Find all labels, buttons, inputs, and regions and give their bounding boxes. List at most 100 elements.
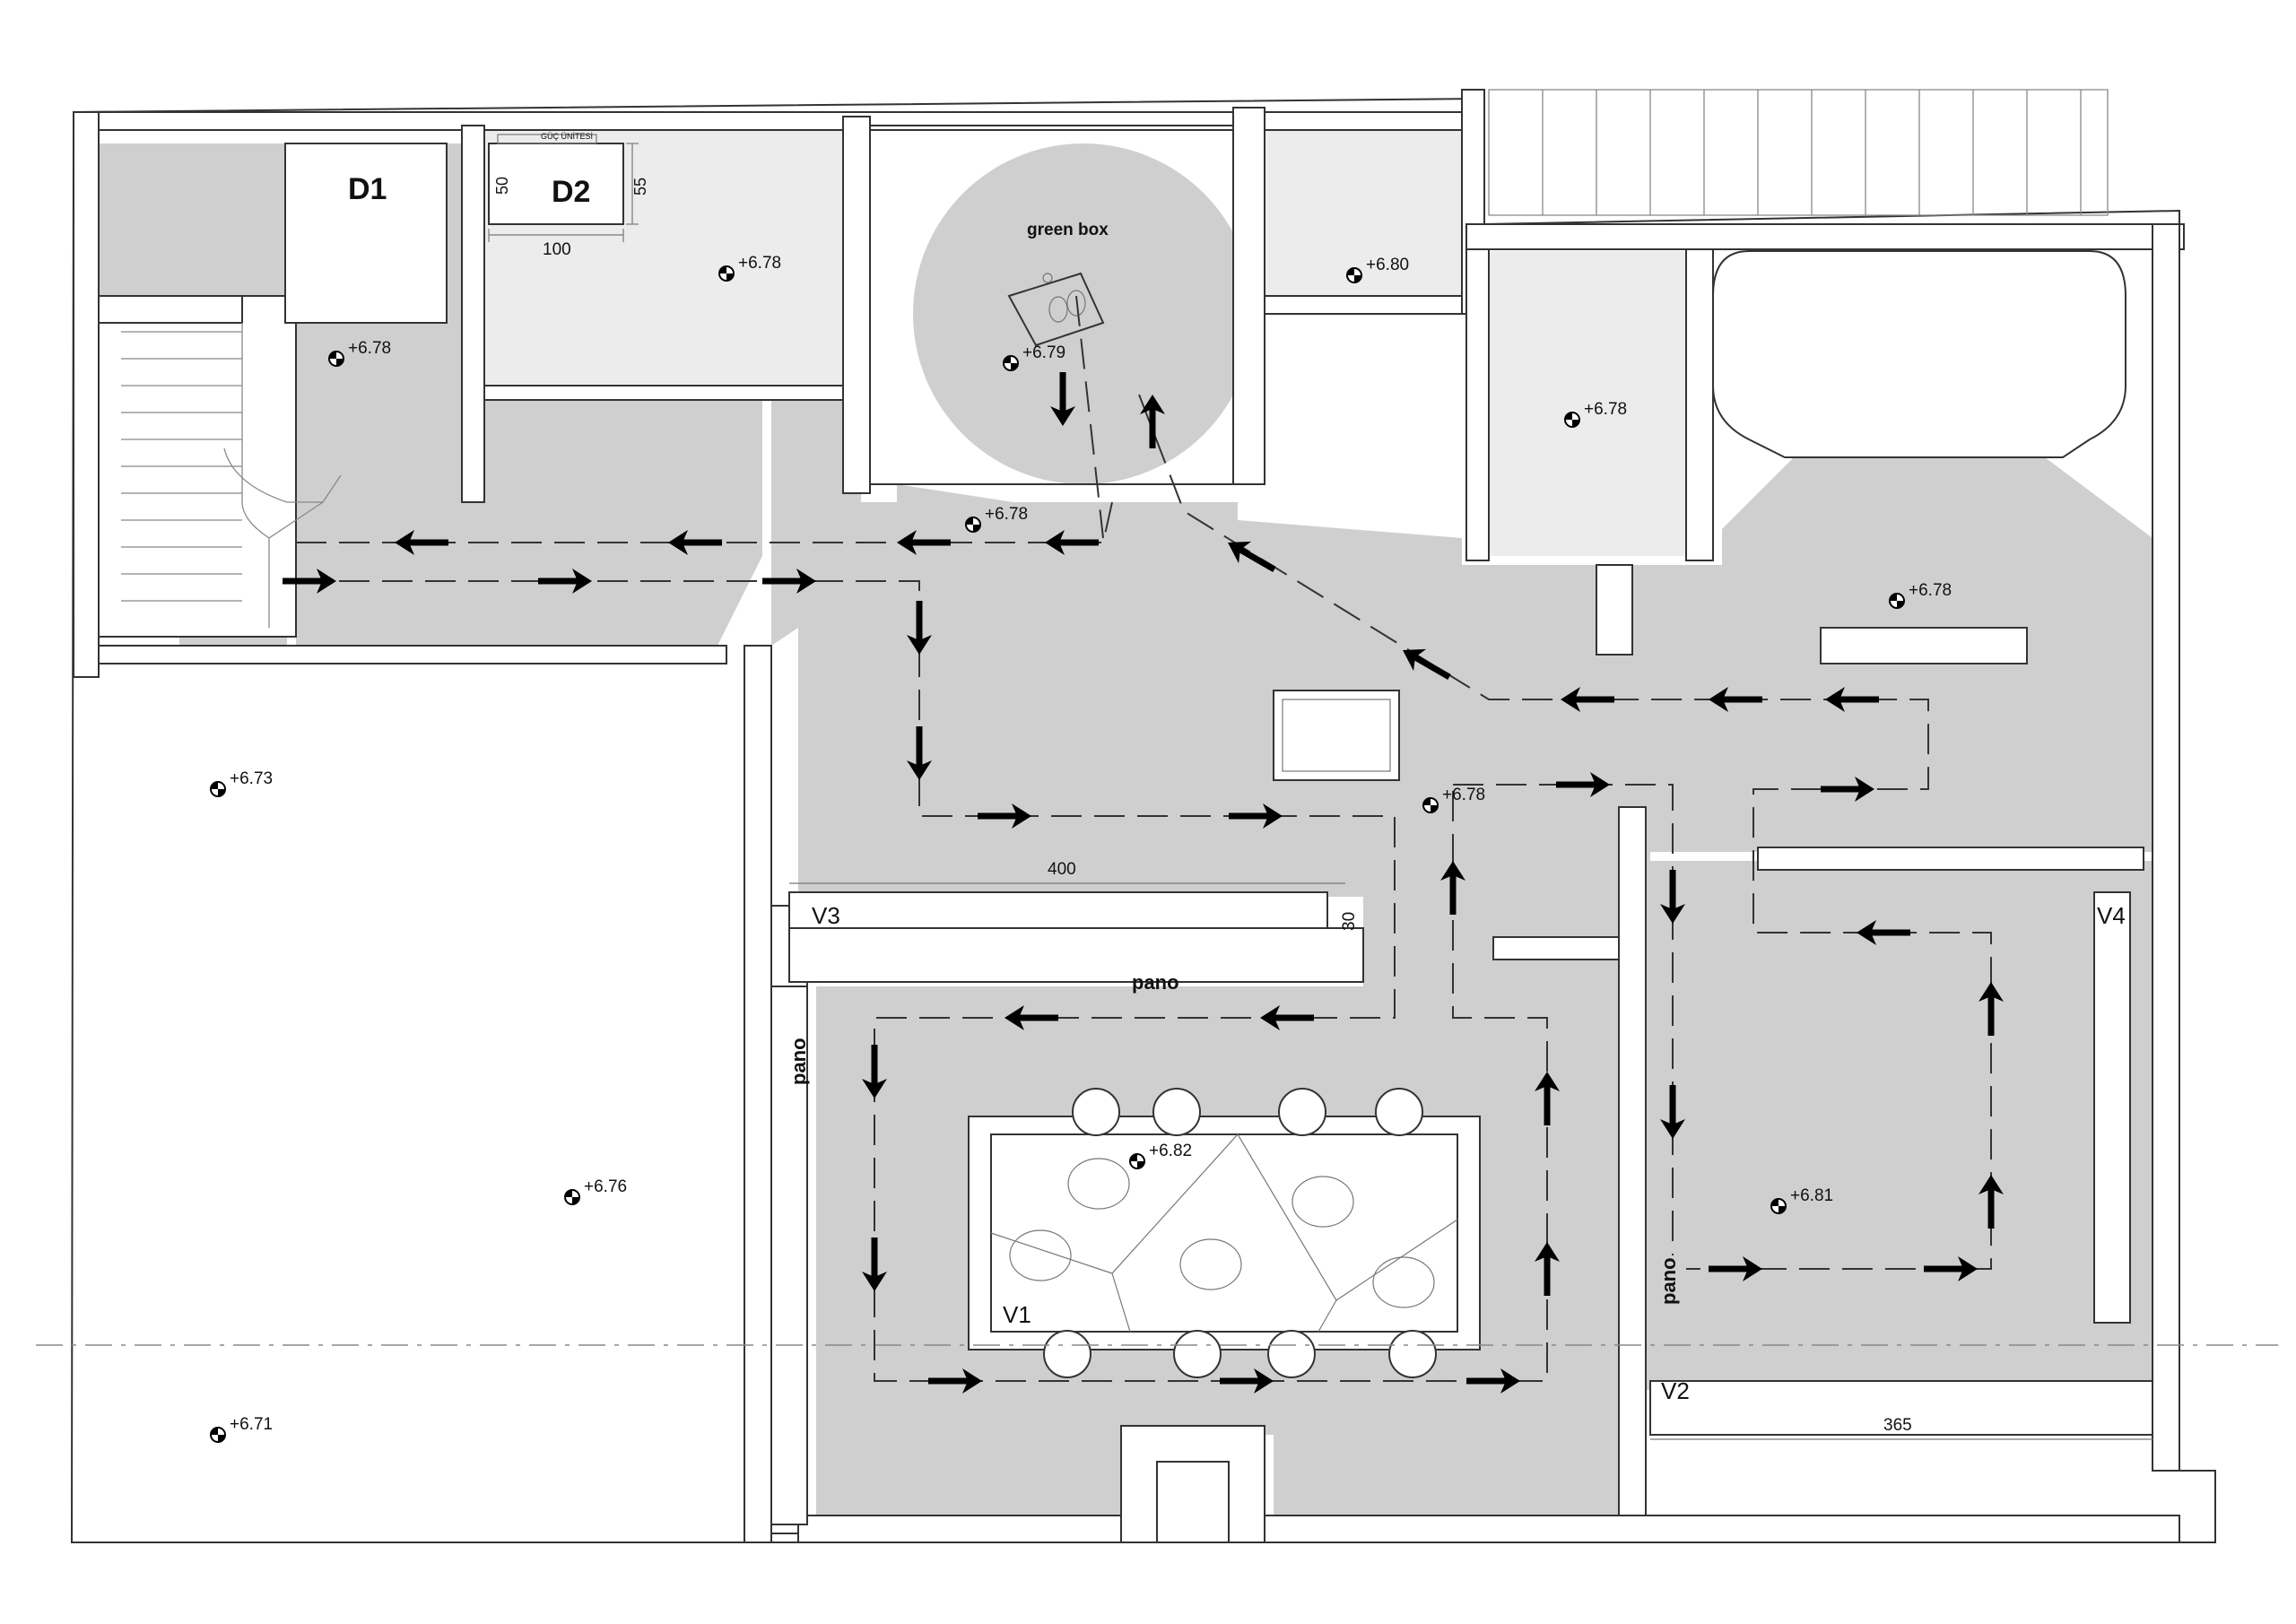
route-arrow: [1857, 920, 1910, 945]
d2-width-dim: 100: [543, 240, 571, 259]
right-exhibit-floor: [1641, 861, 2161, 1381]
octagon-room: [1712, 250, 2126, 458]
route-arrow: [928, 1368, 982, 1394]
entrance-porch-inner: [1156, 1461, 1230, 1543]
route-arrow: [668, 530, 722, 555]
route-arrow: [1050, 372, 1075, 426]
bottom-wall: [797, 1515, 2180, 1543]
hall-divider-vertical: [744, 645, 772, 1543]
main-floor: [296, 395, 2152, 1515]
elevation-value: +6.81: [1790, 1186, 1833, 1205]
elevation-value: +6.79: [1022, 343, 1065, 362]
route-arrow: [907, 726, 932, 780]
right-area-top-wall: [1757, 847, 2144, 871]
elevation-marker: +6.79: [1003, 343, 1065, 371]
v4-vitrine: [2093, 891, 2131, 1324]
stair-well-top: [98, 295, 243, 324]
route-arrow: [1825, 687, 1879, 712]
elevation-value: +6.76: [584, 1177, 627, 1196]
top-wall: [98, 111, 1485, 131]
green-box-wall-right: [1232, 107, 1265, 485]
v3-vitrine: [788, 891, 1328, 929]
route-arrow: [1045, 530, 1099, 555]
elevation-value: +6.78: [985, 505, 1028, 524]
elevation-value: +6.78: [738, 254, 781, 273]
floor-areas: [99, 117, 2161, 1515]
elevation-marker: +6.82: [1129, 1142, 1192, 1169]
route-arrow: [978, 803, 1031, 829]
route-arrow: [1709, 1256, 1762, 1281]
route-arrow: [1556, 772, 1610, 797]
green-box-platform: [1007, 272, 1105, 347]
elevation-marker: +6.73: [210, 769, 273, 797]
route-arrow: [1660, 870, 1685, 924]
green-box-label: green box: [1027, 221, 1109, 239]
elevation-marker: +6.78: [1564, 400, 1627, 428]
route-arrow: [283, 569, 336, 594]
route-arrow: [1228, 541, 1276, 573]
d1-d2-wall: [461, 125, 485, 503]
v3-depth-dim: 30: [1340, 912, 1359, 931]
elevation-marker: +6.71: [210, 1415, 273, 1443]
objects: [284, 134, 2153, 1525]
elevation-value: +6.78: [1584, 400, 1627, 419]
elevation-value: +6.71: [230, 1415, 273, 1434]
route-arrow: [1535, 1242, 1560, 1296]
top-mid-room-bottom: [1264, 295, 1463, 315]
green-box-wall-left: [842, 116, 871, 494]
elevation-marker: +6.81: [1770, 1186, 1833, 1214]
route-arrow: [1709, 687, 1762, 712]
elevation-marker: +6.78: [328, 339, 391, 367]
route-arrow: [862, 1238, 887, 1291]
route-arrow: [1440, 861, 1465, 915]
route-arrow: [1140, 395, 1165, 448]
d2-depth-right-dim: 55: [631, 178, 649, 195]
green-box-floor: [913, 143, 1254, 484]
elevation-value: +6.78: [348, 339, 391, 358]
d2-bottom-wall: [483, 385, 844, 401]
d1-label: D1: [348, 172, 387, 206]
right-room-right-wall: [1685, 228, 1714, 561]
route-arrow: [538, 569, 592, 594]
elevation-marker: +6.80: [1346, 256, 1409, 283]
elevation-value: +6.78: [1909, 581, 1952, 600]
labels: D1 D2 GÜÇ ÜNİTESİ 100 50 55 green box 40…: [348, 132, 2152, 1440]
elevation-value: +6.73: [230, 769, 273, 788]
right-small-room-floor: [1489, 251, 1686, 556]
pillar-right: [1596, 564, 1633, 656]
left-pano-wall: [770, 986, 808, 1525]
d1-box: [284, 143, 448, 324]
v2-label: V2: [1661, 1377, 1690, 1404]
route-arrow: [395, 530, 448, 555]
staircase: [121, 323, 342, 628]
route-arrow: [1260, 1005, 1314, 1030]
right-room-left-wall: [1465, 228, 1490, 561]
route-arrow: [862, 1045, 887, 1099]
d2-depth-left-dim: 50: [493, 177, 511, 195]
route-arrows: [283, 372, 2004, 1394]
v3-pano-wall: [788, 927, 1364, 983]
route-arrow: [1979, 982, 2004, 1036]
route-arrow: [1660, 1085, 1685, 1139]
pano-left-label: pano: [787, 1038, 810, 1085]
v4-label: V4: [2097, 902, 2126, 929]
elevation-marker: +6.78: [1889, 581, 1952, 609]
right-room-top-wall: [1465, 223, 2185, 250]
route-arrow: [1403, 648, 1451, 681]
route-arrow: [1229, 803, 1283, 829]
left-wall: [73, 111, 100, 678]
route-arrow: [762, 569, 816, 594]
guc-unitesi-label: GÜÇ ÜNİTESİ: [541, 132, 593, 141]
v1-stools: [1043, 1088, 1437, 1378]
route-arrow: [907, 601, 932, 655]
v3-length-dim: 400: [1048, 860, 1076, 879]
v3-label: V3: [812, 902, 840, 929]
route-arrow: [1466, 1368, 1520, 1394]
entrance-porch: [1120, 1425, 1265, 1543]
route-arrow: [1220, 1368, 1274, 1394]
center-right-spur: [1492, 936, 1620, 960]
v1-label: V1: [1003, 1301, 1031, 1328]
elevation-value: +6.78: [1442, 786, 1485, 804]
hall-divider-top: [98, 645, 727, 664]
elevation-marker: +6.76: [564, 1177, 627, 1205]
